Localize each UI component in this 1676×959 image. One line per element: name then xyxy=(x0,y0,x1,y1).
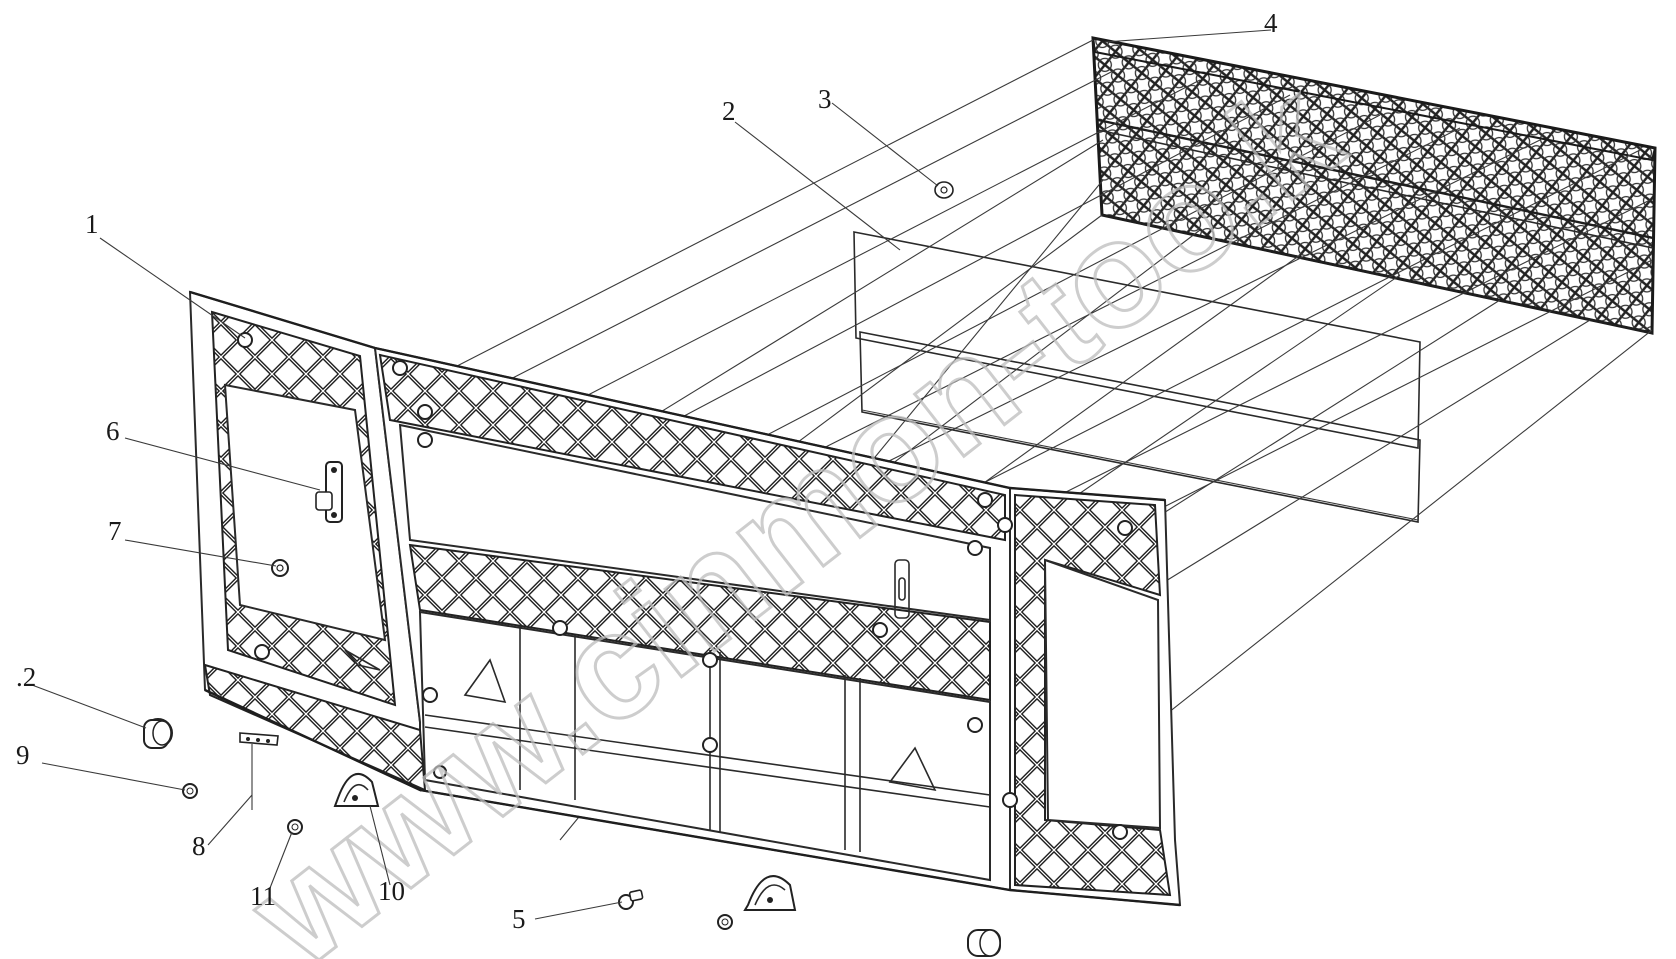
callout-leaders xyxy=(31,29,1272,920)
part-1-grille-frame xyxy=(188,290,1182,907)
part-9-bolt xyxy=(182,783,198,799)
callout-8: 8 xyxy=(192,831,206,861)
callout-7: 7 xyxy=(108,516,122,546)
callout-5: 5 xyxy=(512,904,526,934)
part-6-latch-bracket xyxy=(315,461,343,523)
part-7-nut xyxy=(271,559,289,577)
part-11-nut-right xyxy=(717,914,733,930)
callout-1: 1 xyxy=(85,209,99,239)
callout-2: 2 xyxy=(722,96,736,126)
callout-2-secondary: .2 xyxy=(16,662,36,692)
callout-4: 4 xyxy=(1264,8,1278,38)
part-10-mount-left xyxy=(333,772,380,807)
part-11-nut-left xyxy=(287,819,303,835)
part-3-washer xyxy=(934,181,954,199)
part-8-plate xyxy=(239,732,279,746)
callout-10: 10 xyxy=(378,876,405,906)
callouts: 1 2 .2 3 4 5 6 7 8 9 10 11 xyxy=(16,8,1278,934)
callout-3: 3 xyxy=(818,84,832,114)
callout-11: 11 xyxy=(250,881,276,911)
callout-9: 9 xyxy=(16,740,30,770)
bumper-stop-right xyxy=(967,929,1001,957)
part-5-screw xyxy=(618,889,644,910)
callout-6: 6 xyxy=(106,416,120,446)
part-10-mount-right xyxy=(743,875,797,911)
part-2-bumper-stop-left xyxy=(143,718,173,749)
